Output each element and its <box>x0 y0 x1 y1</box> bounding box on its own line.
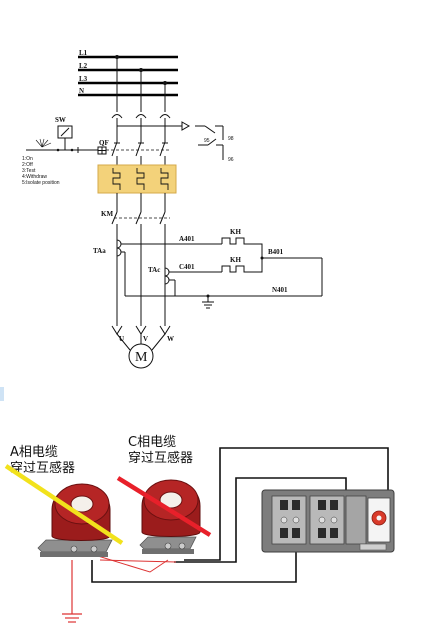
caption-a-line1: A相电缆 <box>10 444 58 460</box>
circuit-breaker-qf: QF <box>97 139 177 212</box>
relay-label-1: KH <box>230 228 241 236</box>
bus-label-l1: L1 <box>79 49 88 57</box>
motor-symbol: M <box>135 350 148 365</box>
switch-position-1: 1:On <box>22 156 33 162</box>
bus-label-l3: L3 <box>79 75 88 83</box>
breaker-label: QF <box>99 139 109 147</box>
ct-a-photo <box>4 464 124 557</box>
current-transformers: TAa TAc A401 C401 N401 <box>93 235 322 309</box>
ct-c-photo <box>116 476 212 554</box>
corner-mark <box>0 387 4 401</box>
caption-a-line2: 穿过互感器 <box>10 460 75 476</box>
power-buses: L1 L2 L3 N <box>78 49 178 97</box>
aux-contact-95: 95 <box>204 138 210 144</box>
thermal-relay-kh: KH KH B401 <box>221 228 323 296</box>
aux-contact-98: 98 <box>228 136 234 142</box>
motor-terminal-w: W <box>167 335 174 343</box>
contactor-label: KM <box>101 210 113 218</box>
wire-label-b401: B401 <box>268 248 284 256</box>
switch-position-5: 5:Isolate position <box>22 180 60 186</box>
ct-label-c: TAc <box>148 266 160 274</box>
auxiliary-contacts: 98 95 96 <box>195 125 234 163</box>
switch-position-4: 4:Withdraw <box>22 174 47 180</box>
wire-label-n401: N401 <box>272 286 288 294</box>
wire-label-a401: A401 <box>179 235 195 243</box>
selector-switch: SW 1:On 2:Off 3:Test 4:Withdraw 5:Isolat… <box>22 116 98 186</box>
caption-c-line1: C相电缆 <box>128 434 176 450</box>
motor: U V W M <box>111 325 174 369</box>
bus-label-l2: L2 <box>79 62 88 70</box>
phase-conductors <box>111 57 191 142</box>
aux-contact-96: 96 <box>228 157 234 163</box>
bus-label-n: N <box>79 87 84 95</box>
ct-label-a: TAa <box>93 247 106 255</box>
contactor-km: KM <box>101 210 170 326</box>
relay-label-2: KH <box>230 256 241 264</box>
caption-c-line2: 穿过互感器 <box>128 450 193 466</box>
switch-label: SW <box>55 116 66 124</box>
wire-label-c401: C401 <box>179 263 195 271</box>
switch-position-3: 3:Test <box>22 168 36 174</box>
motor-terminal-v: V <box>143 335 148 343</box>
switch-position-2: 2:Off <box>22 162 33 168</box>
ct-photo-illustration: A相电缆 穿过互感器 C相电缆 穿过互感器 <box>4 434 395 623</box>
relay-photo <box>261 489 395 553</box>
